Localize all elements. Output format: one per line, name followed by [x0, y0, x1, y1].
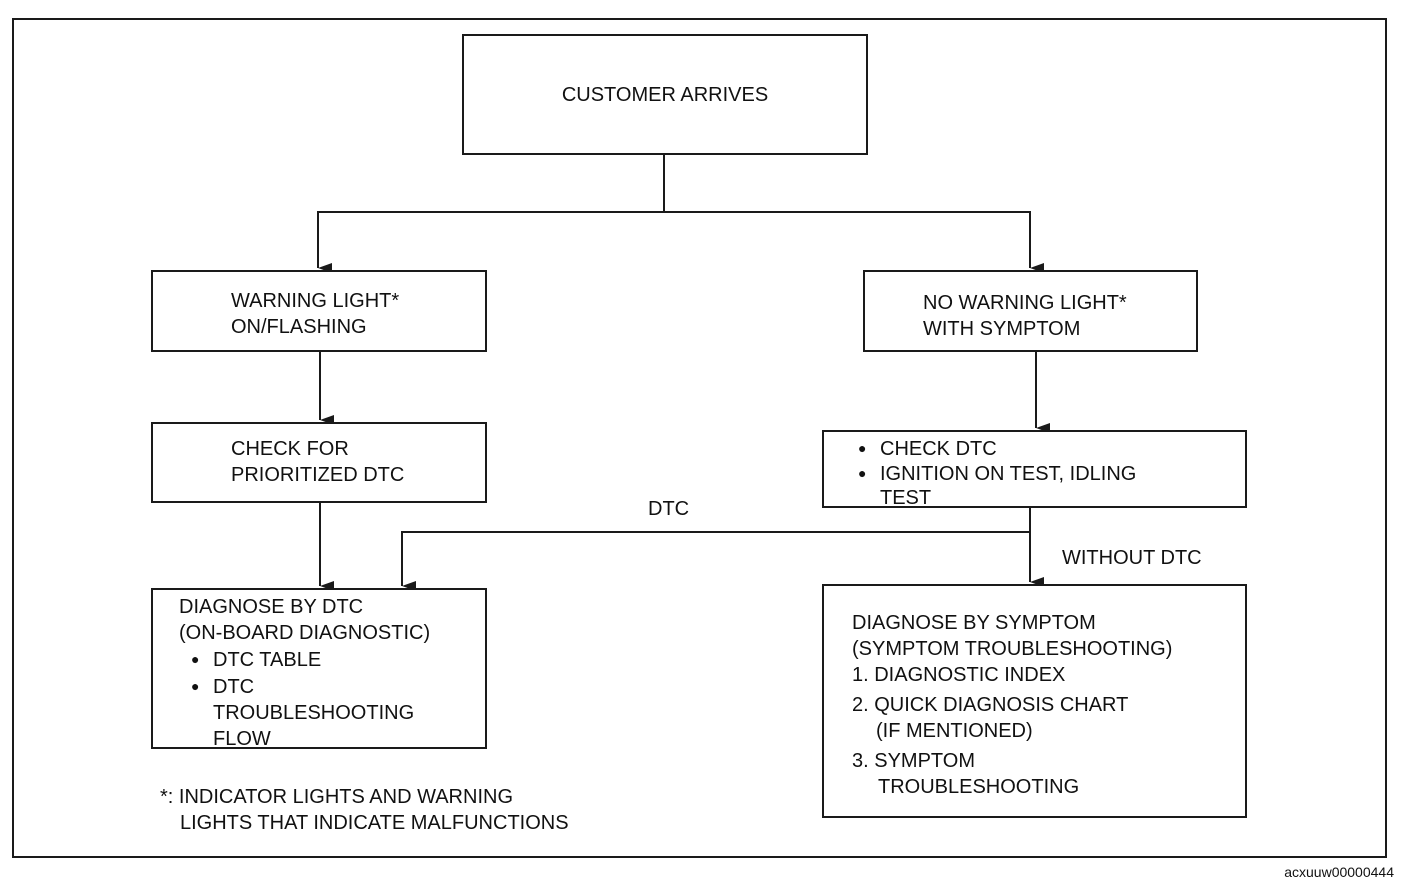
ignition-test-continuation: TEST: [880, 487, 932, 509]
check-dtc-item: CHECK DTC: [858, 436, 1245, 461]
diagram-frame: [12, 18, 1387, 858]
warning-light-box: WARNING LIGHT* ON/FLASHING: [151, 270, 487, 352]
symptom-step-2-note: (IF MENTIONED): [876, 720, 1033, 742]
diagnose-dtc-title-2: (ON-BOARD DIAGNOSTIC): [179, 622, 431, 644]
no-warning-light-line-2: WITH SYMPTOM: [923, 318, 1081, 340]
warning-light-line-2: ON/FLASHING: [231, 316, 367, 338]
diagnose-symptom-title-1: DIAGNOSE BY SYMPTOM: [852, 612, 1096, 634]
symptom-step-1: 1. DIAGNOSTIC INDEX: [852, 664, 1066, 686]
connector-dtc-branch: [401, 531, 1030, 591]
symptom-step-3-continuation: TROUBLESHOOTING: [878, 776, 1080, 798]
check-prioritized-line-2: PRIORITIZED DTC: [231, 464, 405, 486]
warning-light-line-1: WARNING LIGHT*: [231, 290, 400, 312]
without-dtc-edge-label: WITHOUT DTC: [1062, 547, 1202, 569]
diagnose-symptom-title-2: (SYMPTOM TROUBLESHOOTING): [852, 638, 1173, 660]
footnote: *: INDICATOR LIGHTS AND WARNING LIGHTS T…: [160, 784, 569, 836]
check-prioritized-line-1: CHECK FOR: [231, 438, 349, 460]
symptom-step-3: 3. SYMPTOM: [852, 750, 975, 772]
no-warning-light-box: NO WARNING LIGHT* WITH SYMPTOM: [863, 270, 1198, 352]
check-dtc-box: CHECK DTC IGNITION ON TEST, IDLING TEST: [822, 430, 1247, 509]
connector-to-no-warning-light: [664, 211, 1044, 273]
diagnose-by-symptom-box: DIAGNOSE BY SYMPTOM (SYMPTOM TROUBLESHOO…: [822, 584, 1247, 818]
dtc-edge-label: DTC: [648, 498, 690, 520]
check-prioritized-dtc-box: CHECK FOR PRIORITIZED DTC: [151, 422, 487, 503]
symptom-step-2: 2. QUICK DIAGNOSIS CHART: [852, 694, 1129, 716]
ignition-test-item: IGNITION ON TEST, IDLING: [858, 461, 1245, 486]
dtc-table-item: DTC TABLE: [179, 646, 485, 673]
customer-arrives-box: CUSTOMER ARRIVES: [462, 34, 868, 155]
diagnose-dtc-title-1: DIAGNOSE BY DTC: [179, 596, 364, 618]
no-warning-light-line-1: NO WARNING LIGHT*: [923, 292, 1127, 314]
footnote-line-2: LIGHTS THAT INDICATE MALFUNCTIONS: [180, 812, 569, 834]
dtc-flow-continuation-1: TROUBLESHOOTING: [213, 702, 415, 724]
footnote-line-1: *: INDICATOR LIGHTS AND WARNING: [160, 786, 513, 808]
dtc-flow-item: DTC: [179, 673, 485, 700]
diagnose-by-dtc-box: DIAGNOSE BY DTC (ON-BOARD DIAGNOSTIC) DT…: [151, 588, 487, 750]
dtc-flow-continuation-2: FLOW: [213, 728, 271, 750]
figure-id: acxuuw00000444: [1284, 864, 1394, 880]
connector-to-warning-light: [317, 211, 664, 273]
customer-arrives-label: CUSTOMER ARRIVES: [561, 83, 769, 106]
